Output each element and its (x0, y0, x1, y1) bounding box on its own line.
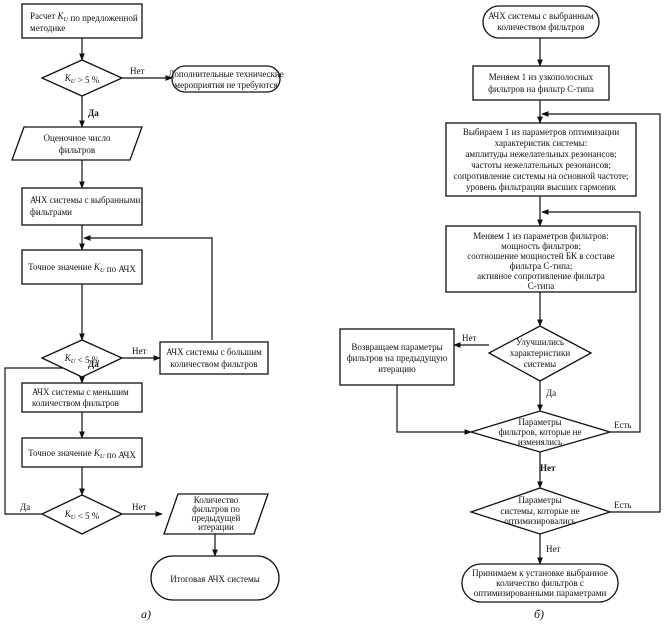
afc-selected-line-2: фильтрами (30, 207, 72, 217)
b-replace-box (472, 65, 610, 101)
prev-count-line-4: итерации (198, 522, 234, 532)
b-revert-line-3: итерацию (378, 364, 416, 374)
b-end-line-1: Принимаем к установке выбранное (472, 568, 608, 578)
b-choose-param-line-5: сопротивление системы на основной частот… (453, 171, 628, 181)
b-end-line-2: количество фильтров с (496, 578, 584, 588)
b-decision-improved (487, 325, 593, 382)
b-yes-label-3: Есть (614, 500, 632, 510)
b-choose-param-line-4: частоты нежелательных резонансов; (471, 160, 611, 170)
b-decision-system-unoptimized (468, 487, 613, 535)
afc-fewer-box (21, 382, 143, 413)
b-revert-box (339, 328, 455, 386)
decision-ku-lt5-2-label: KU < 5 % (64, 509, 100, 521)
no-label-2: Нет (132, 346, 146, 356)
afc-more-line-1: АЧХ системы с большим (166, 347, 262, 357)
yes-label-3: Да (20, 502, 30, 512)
b-change-param-box (445, 225, 637, 293)
prev-count-line-1: Количество (194, 495, 239, 505)
b-decision-filters-unchanged (468, 410, 613, 453)
end-no-measures (171, 65, 281, 93)
start-box-line-1: Расчет KU по предложенной (30, 11, 138, 23)
b-no-label-3: Нет (546, 544, 560, 554)
end-no-measures-line-1: Дополнительные технические (168, 69, 283, 79)
b-change-param-line-3: соотношение мощностей БК в составе (467, 251, 614, 261)
decision-ku-lt5-2 (40, 494, 124, 535)
b-decision-filters-line-3: изменялись (518, 437, 562, 447)
b-change-param-line-6: С-типа (528, 281, 555, 291)
diagram-b: АЧХ системы с выбранным количеством филь… (339, 5, 661, 621)
b-start-terminal (482, 5, 600, 39)
diagram-b-connectors (396, 38, 661, 565)
diagram-a: Расчет KU по предложенной методике KU > … (4, 3, 284, 621)
start-box-line-2: методике (30, 23, 65, 33)
b-no-label-2: Нет (540, 463, 556, 473)
b-end-line-3: оптимизированными параметрами (474, 588, 607, 598)
b-yes-label-2: Есть (614, 420, 632, 430)
start-box (21, 3, 143, 39)
b-choose-param-box (445, 122, 637, 197)
exact-ku-box-2 (21, 437, 143, 468)
decision-ku-gt5 (40, 59, 124, 97)
b-decision-filters-line-2: фильтров, которые не (499, 427, 582, 437)
b-decision-system-line-3: оптимизировались (504, 516, 576, 526)
b-choose-param-line-2: характеристик системы: (495, 138, 588, 148)
b-yes-label-1: Да (546, 388, 556, 398)
b-revert-line-2: фильтров на предыдущую (347, 353, 448, 363)
afc-more-line-2: количеством фильтров (171, 359, 258, 369)
b-decision-system-line-1: Параметры (518, 495, 561, 505)
afc-selected-line-1: АЧХ системы с выбранными (30, 195, 140, 205)
b-decision-improved-line-2: характеристики (510, 348, 570, 358)
b-change-param-line-4: фильтра С-типа; (510, 261, 573, 271)
prev-count-line-3: предыдущей (192, 513, 241, 523)
b-choose-param-line-1: Выбираем 1 из параметров оптимизации (463, 127, 620, 137)
afc-fewer-line-1: АЧХ системы с меньшим (32, 387, 129, 397)
b-start-line-2: количеством фильтров (498, 22, 585, 32)
afc-fewer-line-2: количеством фильтров (32, 398, 119, 408)
caption-b: б) (534, 607, 544, 621)
final-afc-terminal (150, 555, 280, 601)
prev-count-line-2: фильтров по (192, 504, 240, 514)
final-afc-text: Итоговая АЧХ системы (170, 574, 260, 584)
prev-count-box (163, 493, 269, 535)
exact-ku-box-2-text: Точное значение KU по АЧХ (28, 448, 136, 460)
b-revert-line-1: Возвращаем параметры (351, 342, 442, 352)
no-label-3: Нет (132, 502, 146, 512)
estimate-filters-box (11, 126, 143, 161)
decision-ku-lt5-1 (40, 339, 124, 378)
b-choose-param-line-3: амплитуды нежелательных резонансов; (465, 149, 616, 159)
decision-ku-lt5-1-label: KU < 5 % (64, 353, 100, 365)
b-decision-filters-line-1: Параметры (518, 417, 561, 427)
yes-label-2: Да (88, 359, 99, 369)
b-decision-system-line-2: системы, которые не (500, 506, 579, 516)
end-no-measures-line-2: мероприятия не требуются (174, 80, 277, 90)
b-replace-line-1: Меняем 1 из узкополосных (489, 72, 594, 82)
exact-ku-box-1-text: Точное значение KU по АЧХ (28, 262, 136, 274)
afc-selected-box (21, 187, 143, 226)
yes-label-1: Да (88, 108, 99, 118)
b-decision-improved-line-1: Улучшились (516, 337, 564, 347)
exact-ku-box-1 (21, 249, 143, 285)
b-change-param-line-5: активное сопротивление фильтра (477, 271, 605, 281)
decision-ku-gt5-label: KU > 5 % (64, 73, 100, 85)
afc-more-box (159, 341, 269, 375)
b-replace-line-2: фильтров на фильтр С-типа (488, 84, 594, 94)
b-change-param-line-2: мощность фильтров; (501, 241, 581, 251)
b-decision-improved-line-3: системы (524, 359, 556, 369)
caption-a: а) (141, 607, 151, 621)
estimate-filters-line-2: фильтров (59, 145, 95, 155)
b-start-line-1: АЧХ системы с выбранным (488, 11, 594, 21)
b-choose-param-line-6: уровень фильтрации высших гармоник (466, 182, 617, 192)
no-label-1: Нет (130, 66, 144, 76)
estimate-filters-line-1: Оценочное число (44, 133, 111, 143)
b-change-param-line-1: Меняем 1 из параметров фильтров: (473, 231, 608, 241)
diagram-a-connectors (4, 38, 218, 557)
b-end-terminal (461, 563, 619, 603)
b-no-label-1: Нет (462, 333, 476, 343)
